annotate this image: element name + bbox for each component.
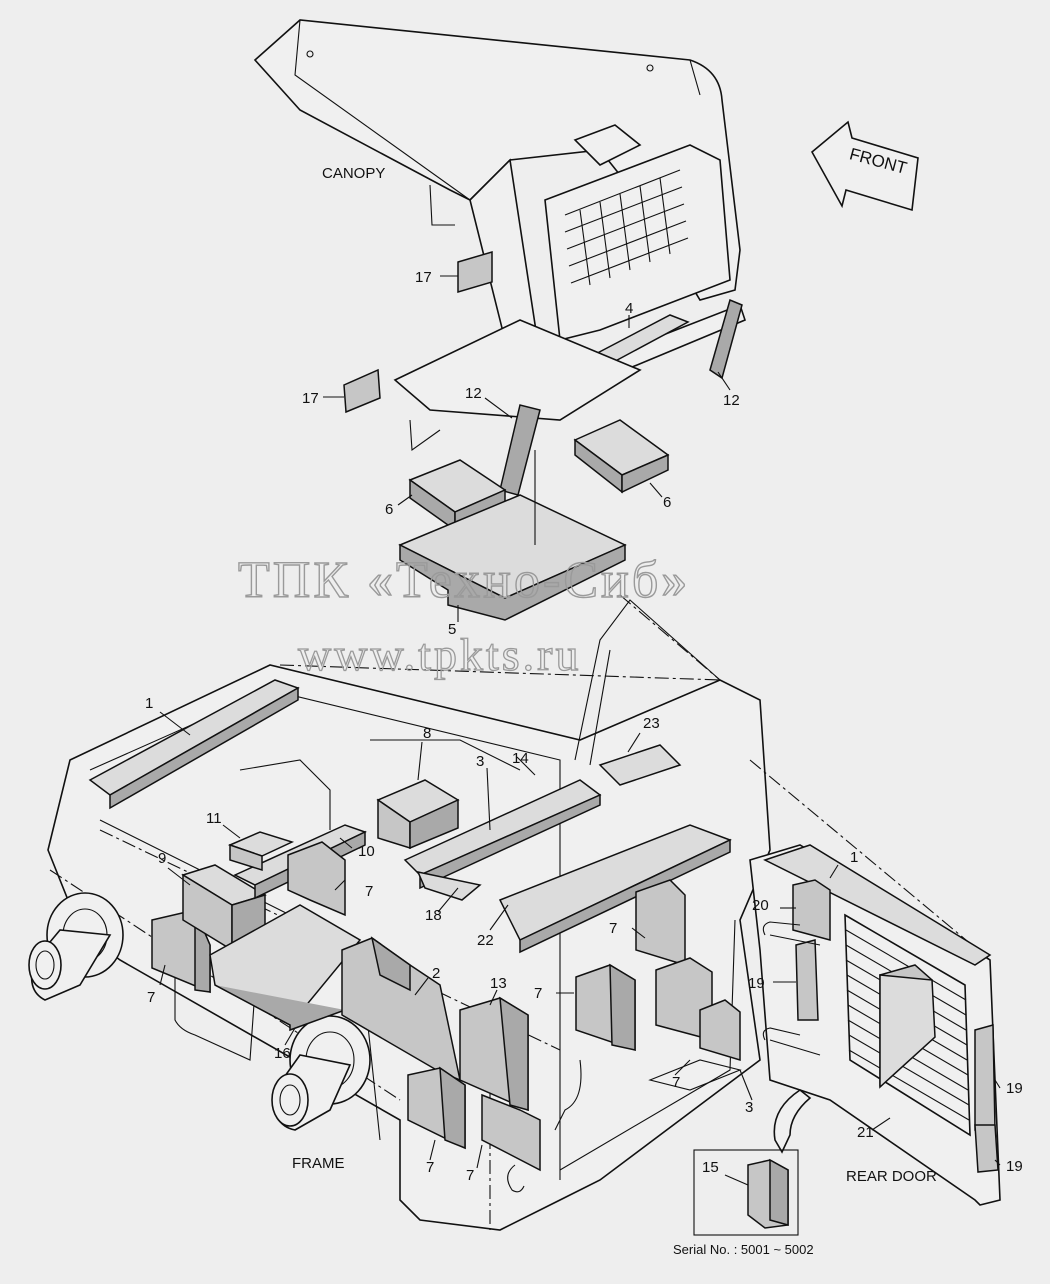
callout-16: 16 [274, 1045, 291, 1062]
callout-8: 8 [423, 725, 431, 742]
callout-15: 15 [702, 1159, 719, 1176]
callout-18: 18 [425, 907, 442, 924]
callout-7-left: 7 [147, 989, 155, 1006]
callout-7-bottom-right: 7 [672, 1074, 680, 1091]
pad-17-upper [457, 250, 493, 294]
leader-lines [159, 275, 1001, 1186]
callout-14: 14 [512, 750, 529, 767]
callout-12-left: 12 [465, 385, 482, 402]
frame-label: FRAME [292, 1155, 345, 1172]
callout-21: 21 [857, 1124, 874, 1141]
callout-6-right: 6 [663, 494, 671, 511]
callout-17-upper: 17 [415, 269, 432, 286]
callout-11: 11 [206, 810, 222, 827]
callout-19-lower: 19 [1006, 1158, 1023, 1175]
callout-7-midright: 7 [534, 985, 542, 1002]
rear-door-assembly [749, 844, 1001, 1206]
callout-1-door: 1 [850, 849, 858, 866]
callout-7-bottom-mid: 7 [466, 1167, 474, 1184]
callout-1-frame: 1 [145, 695, 153, 712]
callout-7-center: 7 [365, 883, 373, 900]
callout-6-left: 6 [385, 501, 393, 518]
serial-number-note: Serial No. : 5001 ~ 5002 [673, 1242, 814, 1257]
left-front-axle-hub [28, 892, 124, 1001]
callout-20: 20 [752, 897, 769, 914]
callout-10: 10 [358, 843, 375, 860]
callout-12-right: 12 [723, 392, 740, 409]
front-direction-arrow: FRONT [810, 120, 919, 212]
callout-2: 2 [432, 965, 440, 982]
left-rear-axle-hub [271, 1015, 371, 1131]
callout-19-upper: 19 [1006, 1080, 1023, 1097]
callout-13: 13 [490, 975, 507, 992]
callout-7-right-top: 7 [609, 920, 617, 937]
callout-17-lower: 17 [302, 390, 319, 407]
canopy-grille [564, 169, 689, 286]
pad-17-lower [343, 368, 381, 414]
callout-19-door: 19 [748, 975, 765, 992]
callout-7-bottom-left: 7 [426, 1159, 434, 1176]
watermark-company: ТПК «Техно-Сиб» [238, 552, 690, 609]
callout-3-lower: 3 [745, 1099, 753, 1116]
callout-9: 9 [158, 850, 166, 867]
callout-5: 5 [448, 621, 456, 638]
watermark-url: www.tpkts.ru [298, 629, 581, 680]
canopy-assembly [253, 19, 746, 621]
serial-inset-box [693, 1149, 799, 1236]
callout-3-upper: 3 [476, 753, 484, 770]
callout-4: 4 [625, 300, 633, 317]
callout-22: 22 [477, 932, 494, 949]
callout-numbers: 17 17 4 12 12 6 6 5 1 1 8 3 14 23 11 9 1… [145, 269, 1023, 1184]
callout-23: 23 [643, 715, 660, 732]
frame-assembly [28, 594, 991, 1231]
canopy-label: CANOPY [322, 165, 385, 182]
rear-door-label: REAR DOOR [846, 1168, 937, 1185]
